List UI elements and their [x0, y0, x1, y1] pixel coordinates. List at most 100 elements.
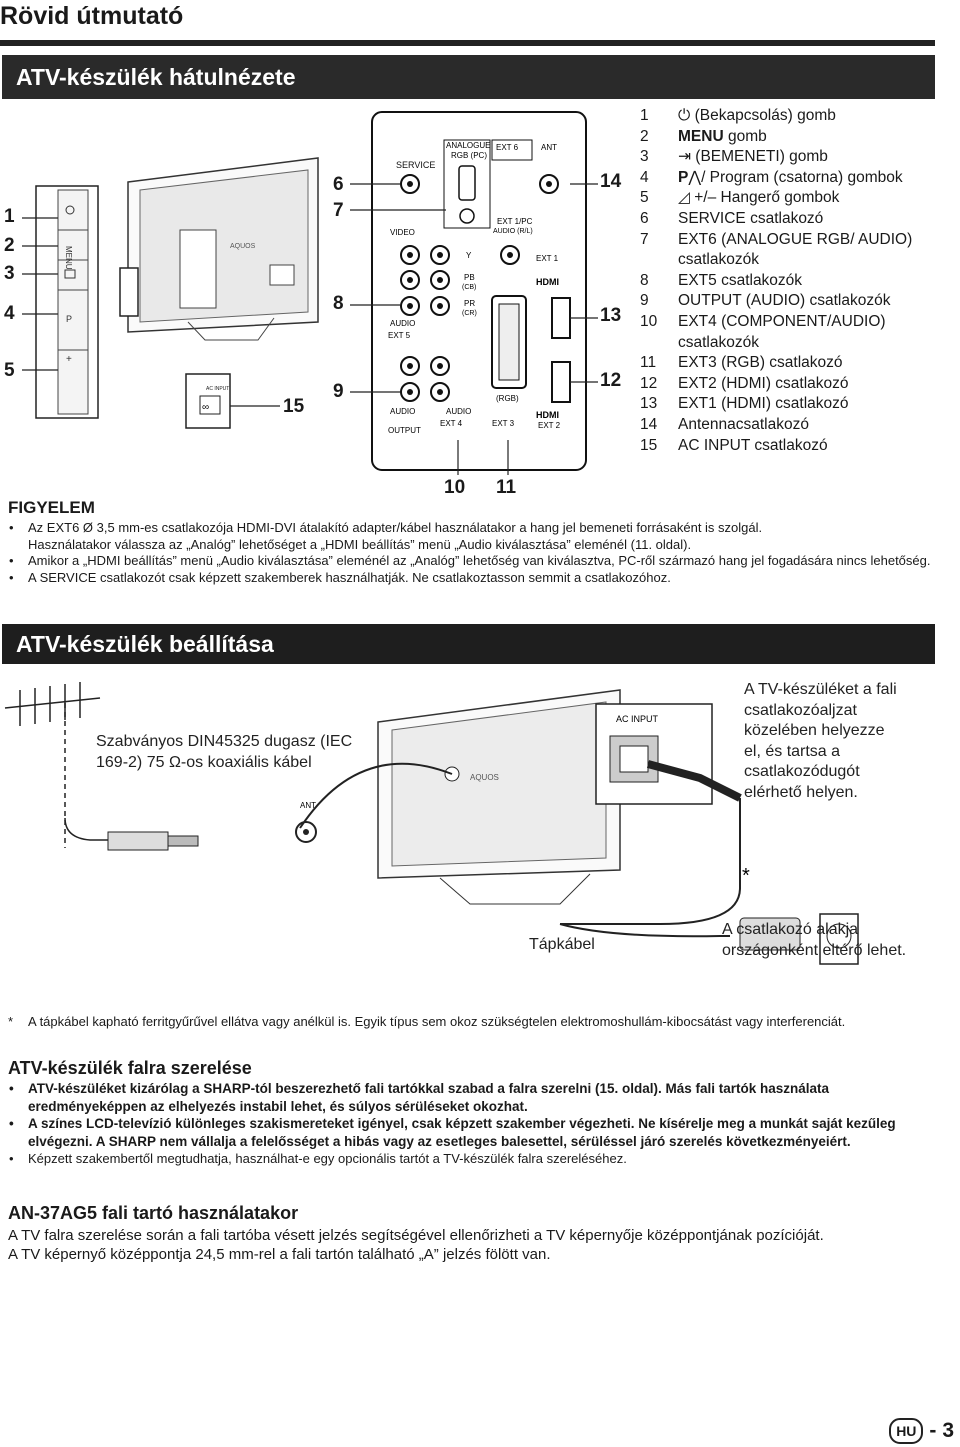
y-label: Y [466, 251, 472, 260]
callout-8: 8 [333, 293, 344, 314]
notice-item: Amikor a „HDMI beállítás” menü „Audio ki… [8, 553, 933, 570]
page-number-value: 3 [942, 1419, 954, 1442]
power-icon: ⏻ [678, 107, 695, 124]
page-number-sep: - [929, 1419, 937, 1442]
ext1pc-label: EXT 1/PC [497, 217, 533, 226]
callout-5: 5 [4, 360, 15, 381]
wall-item: A színes LCD-televízió különleges szakis… [8, 1115, 933, 1150]
ac-input-label: AC INPUT [206, 386, 229, 392]
notice-title: FIGYELEM [8, 498, 95, 517]
antenna-illustration [4, 682, 110, 848]
notice-list: Az EXT6 Ø 3,5 mm-es csatlakozója HDMI-DV… [8, 520, 933, 587]
an-line: A TV falra szerelése során a fali tartób… [8, 1227, 824, 1244]
wall-list: ATV-készüléket kizárólag a SHARP-tól bes… [8, 1080, 933, 1168]
aquos-label: AQUOS [470, 773, 499, 782]
tv-rear-setup: AQUOS [299, 689, 621, 905]
callout-2: 2 [4, 235, 15, 256]
legend-item: 5◿ +/– Hangerő gombok [640, 189, 840, 207]
language-badge: HU [889, 1418, 924, 1444]
ext6-label: EXT 6 [496, 143, 519, 152]
callout-11: 11 [496, 477, 517, 498]
audio-label-output: AUDIO [390, 407, 415, 416]
wall-socket [559, 913, 859, 965]
coax-plug [107, 831, 199, 851]
legend-item: 1⏻ (Bekapcsolás) gomb [640, 107, 836, 124]
callout-10: 10 [444, 477, 466, 498]
setup-diagram: ANT AQUOS AC INPUT * [4, 682, 859, 965]
rear-view-diagram: MENU P + AQUOS AC INPUT ∞ SERVICE ANALOG… [22, 111, 598, 475]
audiorl-label: AUDIO (R/L) [493, 228, 533, 235]
footnote-mark: * [8, 1014, 14, 1029]
ext4-label: EXT 4 [440, 419, 463, 428]
cable-label: Tápkábel [529, 936, 595, 953]
video-label: VIDEO [390, 228, 415, 237]
pb-label: PB [464, 273, 475, 282]
callout-14: 14 [600, 171, 622, 192]
ext5-label: EXT 5 [388, 331, 411, 340]
section-header-setup: ATV-készülék beállítása [2, 624, 935, 664]
ac-input-box: AC INPUT ∞ [185, 373, 231, 429]
ext3-label: EXT 3 [492, 419, 515, 428]
footnote: * A tápkábel kapható ferritgyűrűvel ellá… [8, 1014, 933, 1031]
updown-icon: ⋀ [688, 168, 702, 186]
callout-13: 13 [600, 305, 622, 326]
plug-caption: Szabványos DIN45325 dugasz (IEC 169-2) 7… [96, 733, 353, 771]
page-title: Rövid útmutató [0, 2, 184, 30]
notice-item: A SERVICE csatlakozót csak képzett szake… [8, 570, 933, 587]
audio-label-ext5: AUDIO [390, 319, 415, 328]
title-rule [0, 40, 935, 46]
callout-1: 1 [4, 206, 15, 227]
callout-6: 6 [333, 174, 344, 195]
callout-4: 4 [4, 303, 15, 324]
tv-back: AQUOS [119, 157, 319, 341]
hdmi-label-2: HDMI [536, 410, 559, 420]
analogue-label: ANALOGUE [446, 141, 490, 150]
legend-item: 3⇥ (BEMENETI) gomb [640, 148, 828, 166]
socket-caption: A TV-készüléket a fali csatlakozóaljzat … [744, 681, 897, 801]
ant-label: ANT [300, 801, 316, 810]
plus-label: + [66, 354, 72, 365]
input-icon: ⇥ [678, 148, 696, 166]
callout-12: 12 [600, 370, 622, 391]
input-icon [64, 269, 76, 279]
hdmi-label-1: HDMI [536, 277, 559, 287]
audio-label-ext4: AUDIO [446, 407, 471, 416]
callout-15: 15 [283, 396, 305, 417]
service-label: SERVICE [396, 160, 435, 170]
svg-text:∞: ∞ [202, 402, 209, 413]
ant-label: ANT [541, 143, 557, 152]
an-body: A TV falra szerelése során a fali tartób… [8, 1226, 938, 1264]
cr-label: (CR) [462, 310, 477, 317]
asterisk-mark: * [742, 865, 750, 887]
power-icon [65, 205, 75, 215]
callout-3: 3 [4, 263, 15, 284]
footnote-text: A tápkábel kapható ferritgyűrűvel ellátv… [28, 1014, 846, 1029]
side-control-strip: MENU P + [35, 185, 99, 419]
ext1-label: EXT 1 [536, 254, 559, 263]
wall-item: ATV-készüléket kizárólag a SHARP-tól bes… [8, 1080, 933, 1115]
ext2-label: EXT 2 [538, 421, 561, 430]
volume-icon: ◿ [678, 189, 695, 207]
callout-7: 7 [333, 200, 344, 221]
wall-item: Képzett szakembertől megtudhatja, haszná… [8, 1150, 933, 1168]
pr-label: PR [464, 299, 475, 308]
rgb-label: (RGB) [496, 394, 519, 403]
rgbpc-label: RGB (PC) [451, 151, 487, 160]
connector-panel: SERVICE ANALOGUE RGB (PC) EXT 6 ANT EXT … [371, 111, 587, 471]
plug-note: A csatlakozó alakja országonként eltérő … [722, 921, 907, 959]
notice-item: Használatakor válassza az „Analóg” lehet… [28, 536, 692, 552]
section-header-rear-view: ATV-készülék hátulnézete [2, 55, 935, 99]
wall-title: ATV-készülék falra szerelése [8, 1058, 252, 1078]
